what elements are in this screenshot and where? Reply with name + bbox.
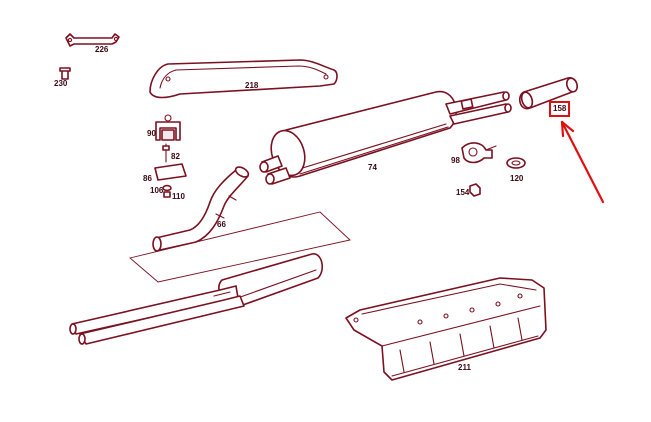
label-106: 106 <box>150 186 164 195</box>
part-90-rubber-mount[interactable] <box>155 114 181 141</box>
part-110-nut[interactable] <box>163 191 171 198</box>
part-218-heat-shield-strap[interactable] <box>149 59 338 99</box>
label-154: 154 <box>456 188 470 197</box>
label-120: 120 <box>510 174 524 183</box>
part-226-bracket[interactable] <box>65 33 120 47</box>
part-211-heat-shield[interactable] <box>345 277 547 381</box>
part-82-stud[interactable] <box>162 143 170 163</box>
assembly-outline <box>129 211 351 283</box>
red-callout-box <box>549 101 570 117</box>
label-82: 82 <box>171 152 180 161</box>
label-90: 90 <box>147 129 156 138</box>
part-66-front-pipe[interactable] <box>152 165 250 252</box>
part-98-clamp[interactable] <box>461 142 497 164</box>
label-230: 230 <box>54 79 68 88</box>
label-218: 218 <box>245 81 259 90</box>
label-211: 211 <box>458 363 471 372</box>
part-120-ring[interactable] <box>506 157 526 169</box>
part-154-nut[interactable] <box>469 183 481 197</box>
label-74: 74 <box>368 163 377 172</box>
red-pointer-arrow <box>560 120 605 204</box>
part-74-main-muffler[interactable] <box>259 90 512 185</box>
part-front-muffler-assembly[interactable] <box>69 253 324 345</box>
part-158-tail-pipe[interactable] <box>518 77 579 110</box>
label-66: 66 <box>217 220 226 229</box>
label-226: 226 <box>95 45 109 54</box>
part-230-bolt[interactable] <box>59 67 71 80</box>
part-106-washer[interactable] <box>162 184 172 192</box>
label-110: 110 <box>172 192 185 201</box>
label-158: 158 <box>553 104 567 113</box>
part-86-plate[interactable] <box>154 163 187 181</box>
label-86: 86 <box>143 174 152 183</box>
label-98: 98 <box>451 156 460 165</box>
